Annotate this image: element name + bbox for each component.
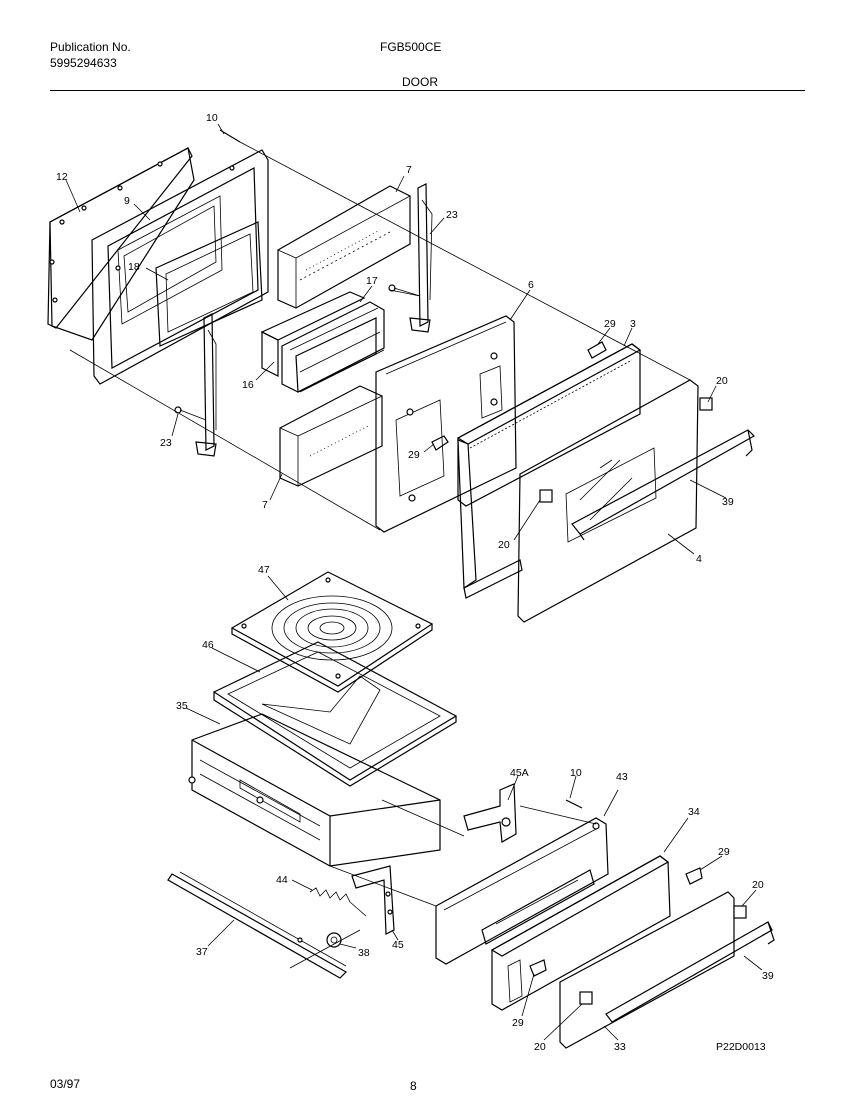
callout-23-right: 23	[446, 209, 458, 221]
part-47-broiler-grid	[230, 571, 434, 693]
callout-4: 4	[696, 553, 702, 565]
part-45a-bracket	[463, 783, 517, 843]
header-rule	[50, 90, 805, 91]
part-20-bracket-d	[579, 991, 593, 1005]
callout-45a: 45A	[510, 767, 529, 779]
part-29-screw-upper	[587, 341, 607, 359]
part-29-screw-lower-a	[685, 867, 703, 885]
callout-16: 16	[242, 379, 254, 391]
part-3-door-frame	[456, 343, 642, 599]
publication-number: 5995294633	[50, 56, 117, 70]
part-43-drawer-frame	[435, 817, 609, 965]
part-7-insulation-upper	[277, 185, 411, 309]
part-10-screw-lower	[565, 799, 583, 809]
part-29-screw-lower-b	[529, 959, 547, 977]
section-title: DOOR	[402, 75, 438, 89]
part-37-slide-rail	[167, 871, 347, 979]
part-23-hinge-left	[174, 313, 217, 457]
footer-date: 03/97	[50, 1077, 81, 1091]
part-23-hinge-right	[388, 183, 433, 333]
callout-43: 43	[616, 771, 628, 783]
callout-10: 10	[206, 112, 218, 124]
part-17-glass-pack	[260, 291, 385, 393]
part-29-screw-mid	[431, 435, 449, 451]
callout-23-left: 23	[160, 437, 172, 449]
callout-47: 47	[258, 564, 270, 576]
callout-7-upper: 7	[406, 164, 412, 176]
callout-39-lower: 39	[762, 970, 774, 982]
callout-12: 12	[56, 171, 68, 183]
part-33-drawer-panel	[559, 891, 735, 1049]
footer-page-number: 8	[410, 1079, 417, 1093]
callout-44: 44	[276, 874, 288, 886]
callout-35: 35	[176, 700, 188, 712]
callout-20-lower-b: 20	[534, 1041, 546, 1053]
part-38-roller	[326, 932, 342, 948]
callout-29-lower-b: 29	[512, 1017, 524, 1029]
callout-29-mid: 29	[408, 449, 420, 461]
callout-45: 45	[392, 939, 404, 951]
part-20-bracket-c	[733, 905, 747, 919]
callout-39-upper: 39	[722, 496, 734, 508]
callout-46: 46	[202, 639, 214, 651]
callout-29-lower-a: 29	[718, 846, 730, 858]
part-7-insulation-lower	[279, 385, 383, 487]
callout-18: 18	[128, 261, 140, 273]
part-39-handle-lower	[605, 921, 775, 1023]
callout-20-lower-a: 20	[752, 879, 764, 891]
callout-7-lower: 7	[262, 499, 268, 511]
explosion-lines-upper	[69, 141, 691, 531]
part-12-door-liner	[47, 147, 195, 341]
leader-lines	[65, 123, 763, 1041]
part-20-bracket-a	[699, 397, 713, 411]
part-46-broiler-pan	[212, 641, 458, 787]
callout-20-upper: 20	[716, 375, 728, 387]
part-34-drawer-front	[490, 855, 671, 1011]
callout-38: 38	[358, 947, 370, 959]
part-44-spring	[309, 887, 367, 917]
callout-37: 37	[196, 946, 208, 958]
callout-29-upper: 29	[604, 318, 616, 330]
callout-9: 9	[124, 195, 130, 207]
model-number: FGB500CE	[380, 40, 442, 54]
part-9-inner-panel	[91, 149, 269, 385]
callout-20-mid: 20	[498, 539, 510, 551]
part-45-bracket	[351, 865, 395, 935]
drawing-code: P22D0013	[716, 1041, 766, 1053]
callout-3: 3	[630, 318, 636, 330]
explosion-lines-lower	[289, 799, 597, 969]
callout-6: 6	[528, 279, 534, 291]
part-35-drawer-body	[188, 713, 441, 867]
callout-10-lower: 10	[570, 767, 582, 779]
callout-34: 34	[688, 806, 700, 818]
publication-label: Publication No.	[50, 40, 131, 54]
part-20-bracket-b	[539, 489, 553, 503]
part-6-inner-door	[375, 315, 517, 533]
part-10-screw	[219, 129, 241, 143]
callout-33: 33	[614, 1041, 626, 1053]
callout-17: 17	[366, 275, 378, 287]
part-39-handle-upper	[571, 429, 755, 541]
